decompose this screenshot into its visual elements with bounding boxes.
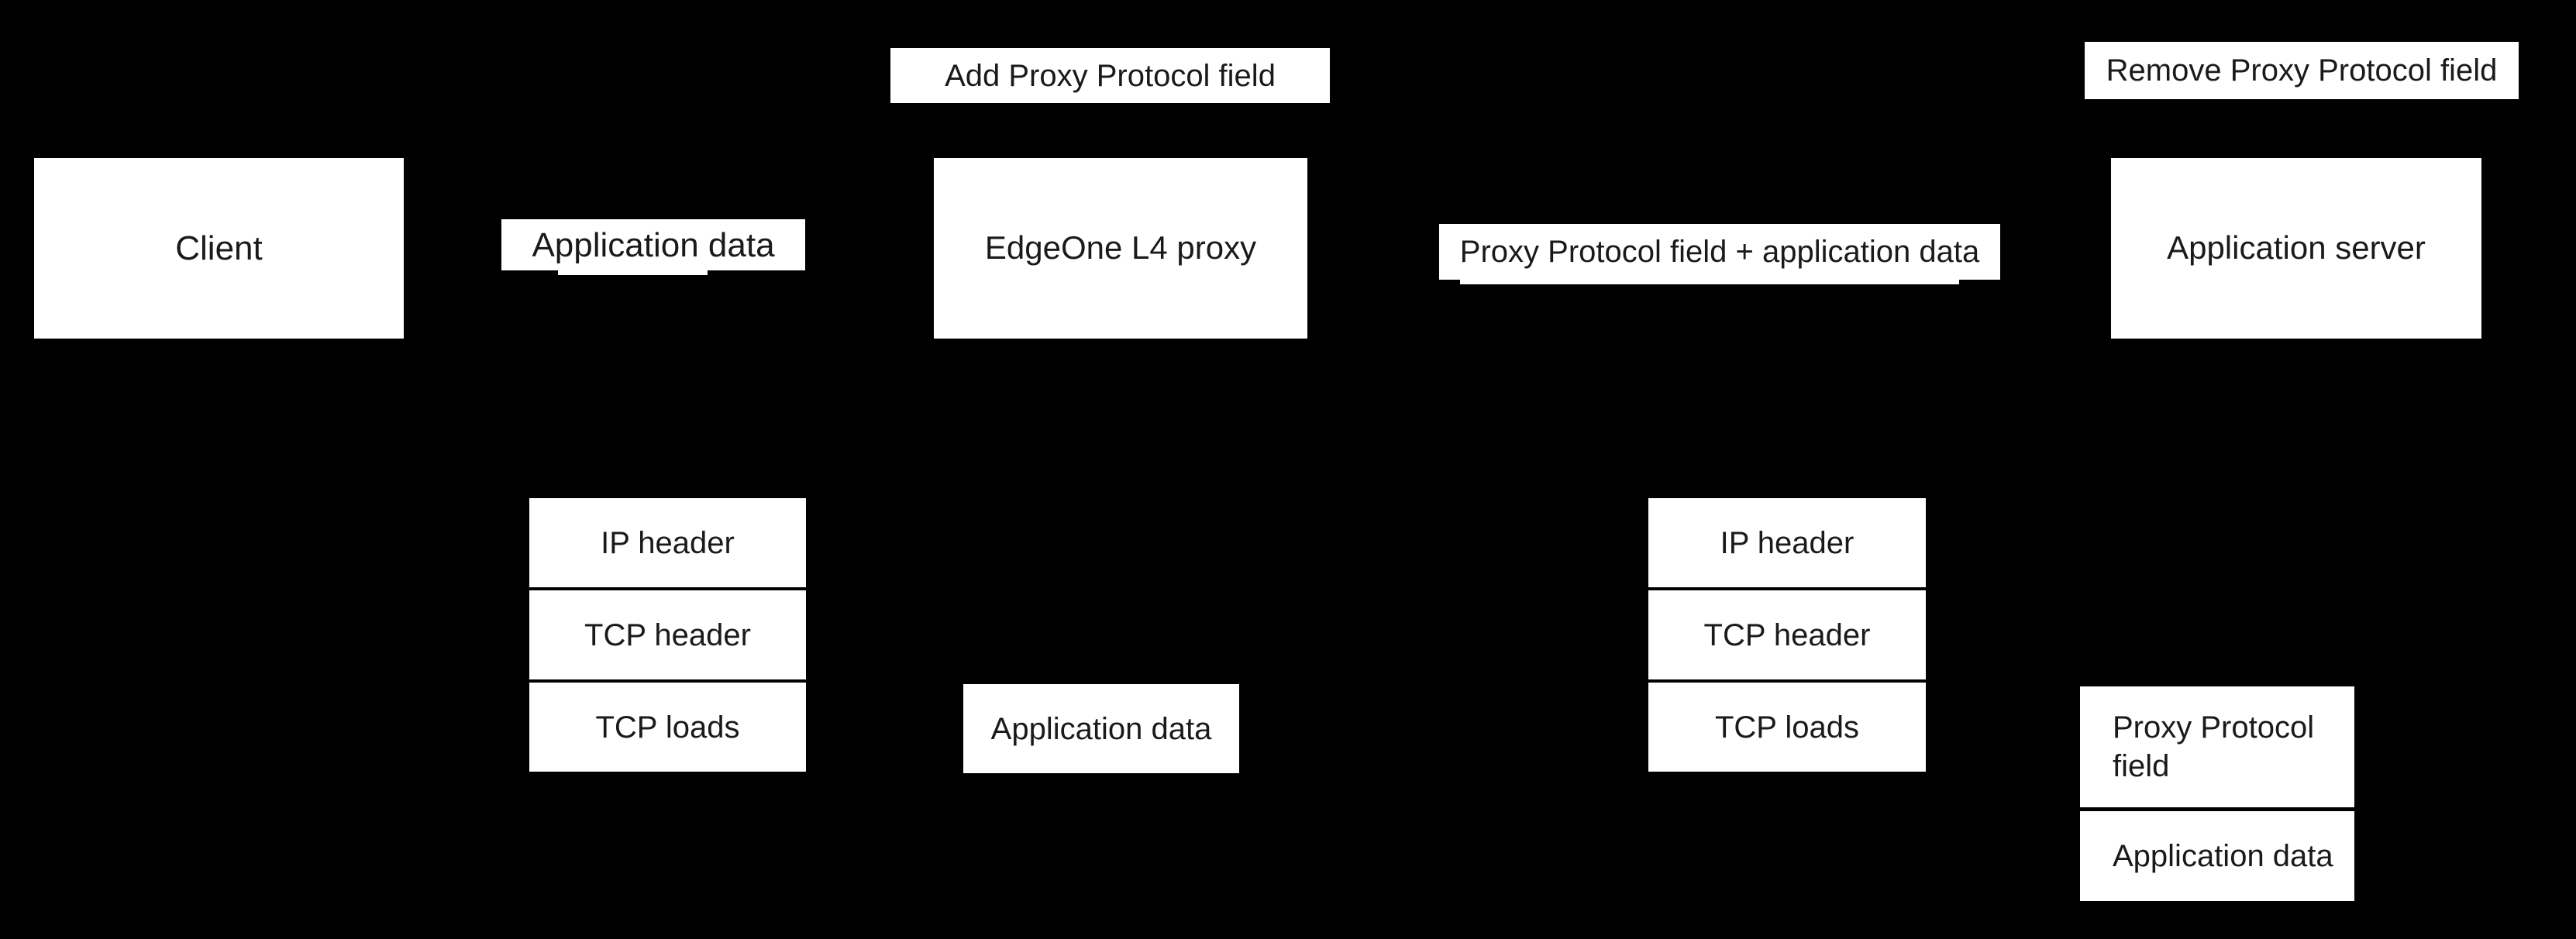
flow-label-application-data-underline [558,270,708,275]
add-proxy-protocol-label-text: Add Proxy Protocol field [945,58,1276,93]
edgeone-l4-proxy-node-text: EdgeOne L4 proxy [984,229,1257,267]
server-packet-tcp-header-text: TCP header [1703,617,1871,652]
application-server-node-text: Application server [2167,229,2426,267]
client-packet-tcp-header-text: TCP header [584,617,751,652]
client-packet-tcp-header: TCP header [529,590,806,679]
server-payload-proxy-protocol-field-text: Proxy Protocol field [2113,710,2315,783]
client-packet-tcp-loads-text: TCP loads [595,710,740,745]
flow-label-proxy-protocol-plus-data: Proxy Protocol field + application data [1439,224,2000,280]
server-packet-tcp-loads: TCP loads [1648,683,1926,772]
client-packet-tcp-loads: TCP loads [529,683,806,772]
remove-proxy-protocol-label-text: Remove Proxy Protocol field [2106,53,2498,88]
flow-label-proxy-protocol-underline [1460,280,1959,284]
client-node-text: Client [175,229,263,267]
flow-label-application-data: Application data [501,219,805,270]
server-packet-ip-header-text: IP header [1720,525,1855,560]
application-server-node: Application server [2111,158,2481,339]
flow-label-proxy-protocol-plus-data-text: Proxy Protocol field + application data [1459,235,1980,269]
client-packet-ip-header: IP header [529,498,806,587]
server-packet-ip-header: IP header [1648,498,1926,587]
add-proxy-protocol-label: Add Proxy Protocol field [890,48,1330,103]
server-payload-proxy-protocol-field: Proxy Protocol field [2080,686,2354,807]
remove-proxy-protocol-label: Remove Proxy Protocol field [2085,42,2519,99]
server-payload-application-data-text: Application data [2113,839,2333,873]
server-packet-tcp-header: TCP header [1648,590,1926,679]
client-node: Client [34,158,404,339]
edgeone-payload-application-data: Application data [963,684,1239,773]
server-packet-tcp-loads-text: TCP loads [1714,710,1859,745]
client-packet-ip-header-text: IP header [601,525,735,560]
edgeone-payload-application-data-text: Application data [990,711,1212,746]
server-payload-application-data: Application data [2080,811,2354,901]
edgeone-l4-proxy-node: EdgeOne L4 proxy [934,158,1307,339]
flow-label-application-data-text: Application data [532,225,775,264]
